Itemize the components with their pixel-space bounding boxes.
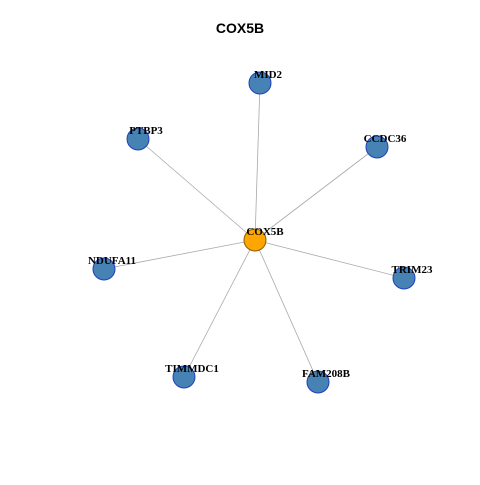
node-mid2 <box>248 71 272 95</box>
node-fam208b <box>306 370 330 394</box>
edge-ptbp3 <box>137 138 256 241</box>
edge-trim23 <box>254 239 405 279</box>
node-label-center: COX5B <box>246 226 284 238</box>
node-label-ndufa11: NDUFA11 <box>88 255 136 267</box>
node-ndufa11 <box>92 257 116 281</box>
node-label-timmdc1: TIMMDC1 <box>165 363 219 375</box>
node-ccdc36 <box>365 135 389 159</box>
node-trim23 <box>392 266 416 290</box>
node-label-mid2: MID2 <box>254 69 283 81</box>
node-label-ccdc36: CCDC36 <box>364 133 407 145</box>
edge-timmdc1 <box>183 239 256 378</box>
edge-ndufa11 <box>103 239 256 270</box>
node-ptbp3 <box>126 127 150 151</box>
edge-fam208b <box>254 239 319 383</box>
node-label-fam208b: FAM208B <box>302 368 351 380</box>
node-label-trim23: TRIM23 <box>392 264 433 276</box>
node-center <box>243 228 267 252</box>
node-timmdc1 <box>172 365 196 389</box>
edge-ccdc36 <box>254 146 378 241</box>
edge-mid2 <box>254 82 261 241</box>
node-label-ptbp3: PTBP3 <box>129 125 163 137</box>
graph-title: COX5B <box>215 20 265 36</box>
